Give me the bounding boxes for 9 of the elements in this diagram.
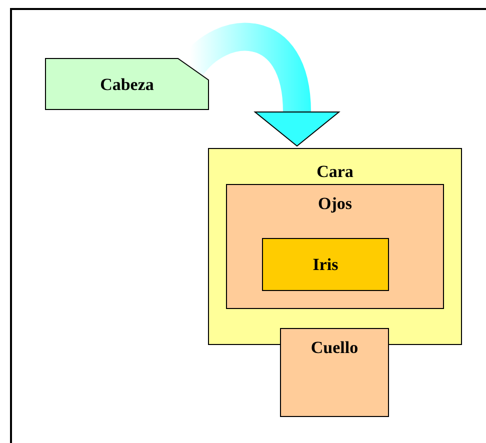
container-box — [226, 184, 444, 309]
node-label: Ojos — [318, 195, 352, 212]
node-label: Iris — [312, 256, 338, 273]
node-label: Cuello — [310, 339, 358, 356]
node-label: Cara — [316, 163, 354, 180]
node-label: Cabeza — [100, 76, 154, 92]
cut-corner-box — [45, 58, 209, 110]
process-box — [280, 328, 389, 417]
process-box — [262, 238, 389, 291]
